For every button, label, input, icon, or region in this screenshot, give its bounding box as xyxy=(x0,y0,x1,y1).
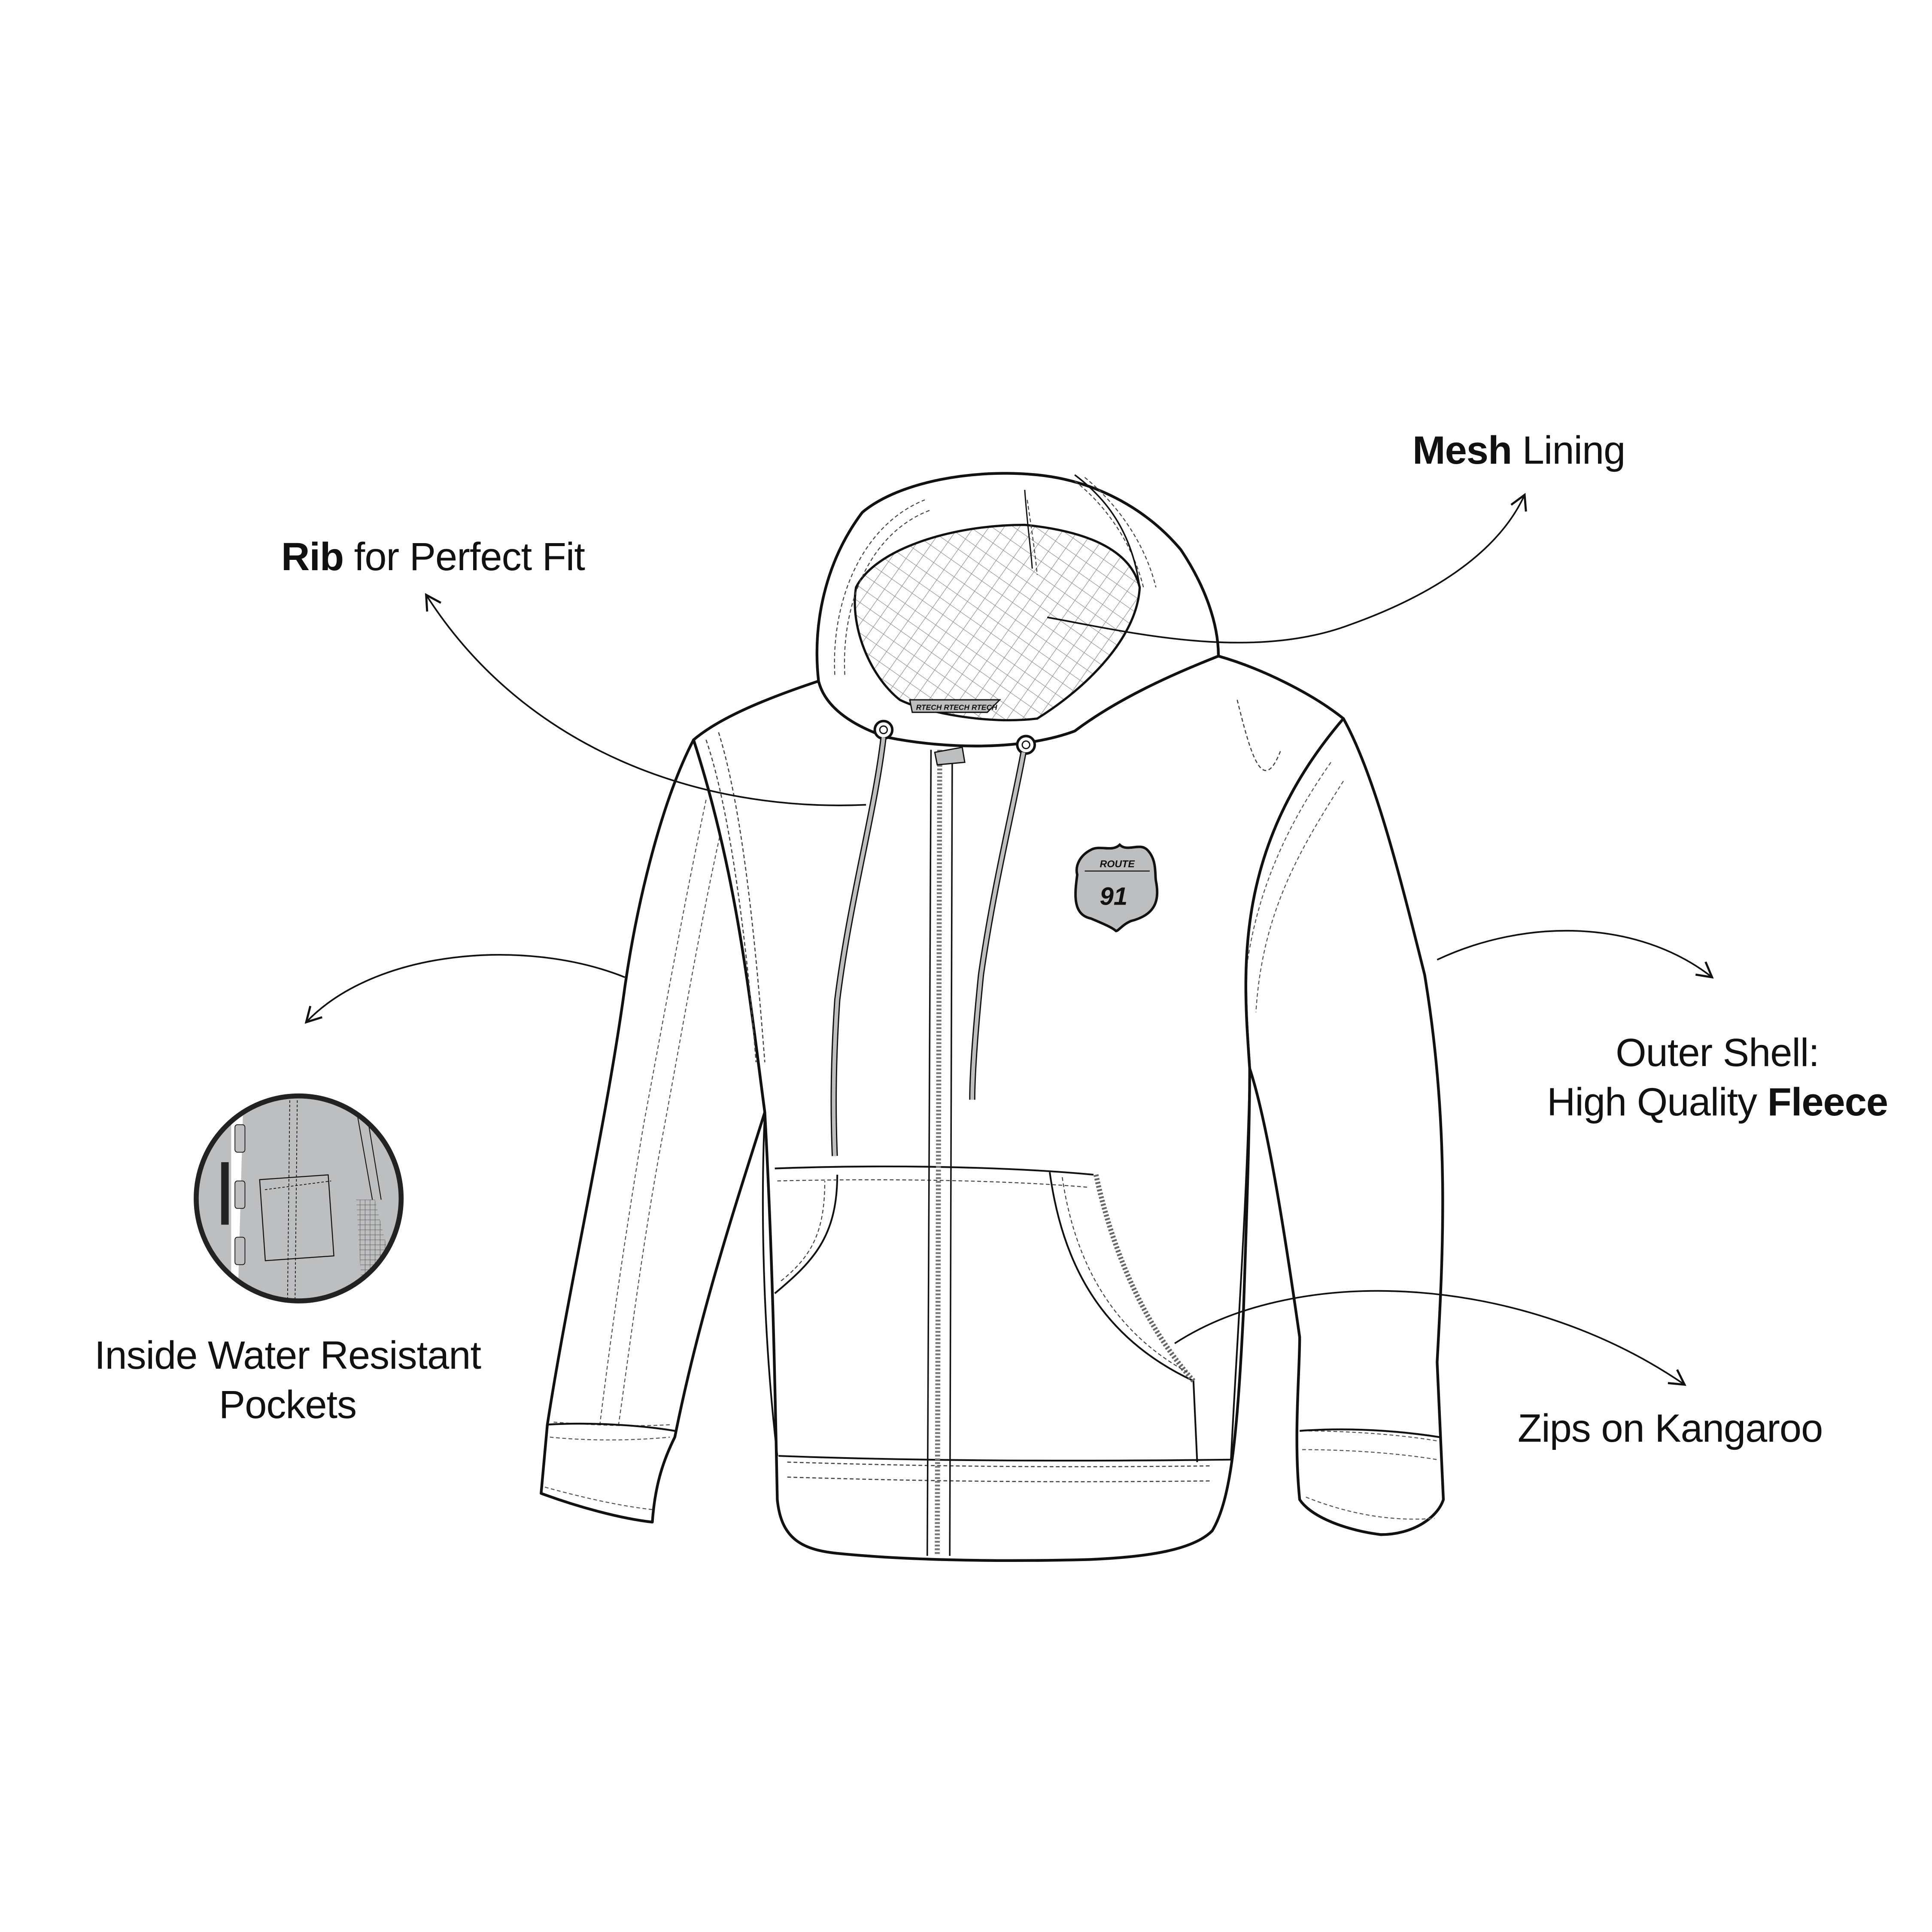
svg-text:RTECH RTECH RTECH: RTECH RTECH RTECH xyxy=(916,703,997,711)
callout-pockets: Inside Water Resistant Pockets xyxy=(77,1331,498,1430)
callout-outer-line2: High Quality Fleece xyxy=(1528,1078,1906,1127)
callout-outer-shell: Outer Shell: High Quality Fleece xyxy=(1528,1028,1906,1127)
arrow-mesh xyxy=(1047,493,1527,644)
callout-rib-bold: Rib xyxy=(281,535,344,579)
arrow-rib xyxy=(425,593,866,806)
callout-rib-text: for Perfect Fit xyxy=(343,535,585,579)
arrow-zips xyxy=(1174,1290,1686,1386)
center-zipper xyxy=(927,746,966,1556)
callout-pockets-line2: Pockets xyxy=(219,1383,357,1427)
hood-tape xyxy=(909,699,1002,713)
callout-outer-line1: Outer Shell: xyxy=(1616,1031,1820,1075)
callout-zips-text: Zips on Kangaroo xyxy=(1518,1406,1823,1450)
callout-zips: Zips on Kangaroo xyxy=(1518,1404,1823,1453)
callout-pockets-line1: Inside Water Resistant xyxy=(94,1334,481,1377)
drawcords xyxy=(830,720,1036,1156)
route-91-badge: ROUTE 91 xyxy=(1074,843,1159,933)
svg-text:91: 91 xyxy=(1100,882,1127,910)
inside-pocket-inset xyxy=(194,1093,404,1303)
callout-outer-bold: Fleece xyxy=(1767,1080,1888,1124)
callout-rib: Rib for Perfect Fit xyxy=(281,532,585,582)
callout-mesh-text: Lining xyxy=(1512,428,1626,472)
arrow-pockets xyxy=(304,954,626,1024)
callout-outer-regular: High Quality xyxy=(1546,1080,1768,1124)
arrow-outer xyxy=(1437,930,1714,979)
callout-mesh-bold: Mesh xyxy=(1413,428,1512,472)
callout-mesh: Mesh Lining xyxy=(1413,426,1625,475)
svg-text:ROUTE: ROUTE xyxy=(1100,858,1135,869)
